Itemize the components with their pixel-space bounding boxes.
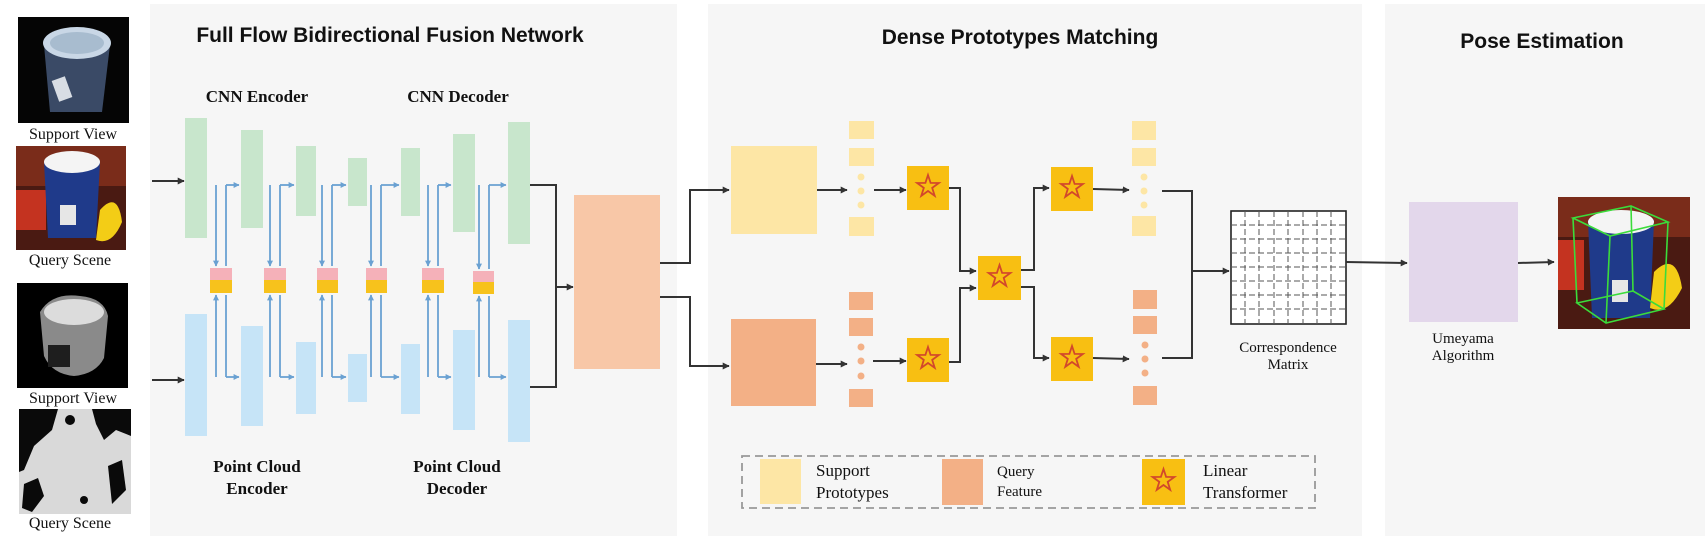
- fusion-module-6: [473, 271, 494, 294]
- legend-support-label-line2: Prototypes: [816, 483, 889, 502]
- legend-support-label-line1: Support: [816, 461, 870, 480]
- cnn-decoder-label: CNN Decoder: [407, 87, 509, 106]
- cnn-block-5: [401, 148, 420, 216]
- bidirectional-fusion-arrows: [213, 182, 507, 380]
- support-feature-block: [731, 146, 817, 234]
- legend-query-label-line2: Feature: [997, 484, 1042, 500]
- cross-to-support-arrow: [1021, 184, 1050, 271]
- query-branch-arrow: [660, 296, 730, 370]
- pose-title: Pose Estimation: [1460, 30, 1623, 53]
- cnn-block-2: [241, 130, 263, 228]
- rgb-support-label: Support View: [29, 126, 118, 143]
- support-to-matrix-line: [1162, 190, 1193, 271]
- pc-block-7: [508, 320, 530, 442]
- query-feature-block: [731, 319, 816, 406]
- query-output-tokens: [1133, 290, 1157, 405]
- depth-query-image: [19, 409, 131, 514]
- linear-transformer-query: [907, 338, 949, 382]
- fusion-module-2: [264, 268, 286, 293]
- legend-support-swatch: [760, 459, 801, 504]
- legend-transformer-label-line2: Transformer: [1203, 483, 1288, 502]
- fusion-module-3: [317, 268, 338, 293]
- fused-feature-block: [574, 195, 660, 369]
- fusion-module-1: [210, 268, 232, 293]
- pc-decoder-label-line1: Point Cloud: [413, 457, 501, 476]
- cross-to-query-arrow: [1021, 286, 1050, 362]
- correspondence-matrix: [1230, 210, 1347, 325]
- query-to-cross-arrow: [949, 284, 977, 363]
- umeyama-label-line1: Umeyama: [1432, 331, 1494, 347]
- legend-box: [741, 455, 1316, 509]
- query-out-arrow: [1092, 355, 1130, 363]
- query-feature-tokens: [849, 292, 873, 407]
- linear-transformer-query-out: [1051, 337, 1093, 381]
- fusion-module-4: [366, 268, 387, 293]
- rgb-query-image: [16, 146, 126, 250]
- legend-transformer-swatch: [1142, 459, 1185, 505]
- umeyama-label-line2: Algorithm: [1432, 348, 1495, 364]
- cnn-block-7: [508, 122, 530, 244]
- pc-block-2: [241, 326, 263, 426]
- depth-support-image: [17, 283, 128, 388]
- fusion-module-5: [422, 268, 444, 293]
- cnn-block-1: [185, 118, 207, 238]
- legend-transformer-label-line1: Linear: [1203, 461, 1248, 480]
- linear-transformer-support: [907, 166, 949, 210]
- support-branch-arrow: [660, 186, 730, 264]
- pc-block-3: [296, 342, 316, 414]
- umeyama-to-result-arrow: [1517, 258, 1555, 266]
- correspondence-label-line1: Correspondence: [1239, 340, 1337, 356]
- matrix-to-umeyama-arrow: [1345, 259, 1408, 267]
- support-output-tokens: [1132, 121, 1156, 236]
- pc-block-6: [453, 330, 475, 430]
- linear-transformer-cross: [978, 256, 1021, 300]
- legend-query-label-line1: Query: [997, 464, 1035, 480]
- rgb-query-label: Query Scene: [29, 252, 111, 269]
- depth-merge-line: [530, 287, 557, 388]
- support-to-cross-arrow: [949, 187, 977, 275]
- cnn-encoder-label: CNN Encoder: [206, 87, 309, 106]
- umeyama-block: [1409, 202, 1518, 322]
- rgb-support-image: [18, 17, 129, 123]
- pc-block-4: [348, 354, 367, 402]
- matching-title: Dense Prototypes Matching: [882, 26, 1159, 49]
- cnn-block-4: [348, 158, 367, 206]
- fusion-title: Full Flow Bidirectional Fusion Network: [196, 24, 584, 47]
- depth-query-label: Query Scene: [29, 515, 111, 532]
- support-prototype-tokens: [849, 121, 874, 236]
- pose-result-image: [1558, 197, 1690, 329]
- pc-decoder-label-line2: Decoder: [427, 479, 488, 498]
- pc-block-1: [185, 314, 207, 436]
- correspondence-label-line2: Matrix: [1268, 357, 1309, 373]
- support-out-arrow: [1092, 186, 1130, 194]
- cnn-block-3: [296, 146, 316, 216]
- pc-encoder-label-line2: Encoder: [226, 479, 288, 498]
- pose-3d-box: [1570, 205, 1671, 324]
- pc-block-5: [401, 344, 420, 414]
- linear-transformer-support-out: [1051, 167, 1093, 211]
- pc-encoder-label-line1: Point Cloud: [213, 457, 301, 476]
- cnn-block-6: [453, 134, 475, 232]
- legend-query-swatch: [942, 459, 983, 505]
- depth-support-label: Support View: [29, 390, 118, 407]
- rgb-merge-line: [530, 184, 557, 287]
- query-to-matrix-line: [1162, 271, 1193, 359]
